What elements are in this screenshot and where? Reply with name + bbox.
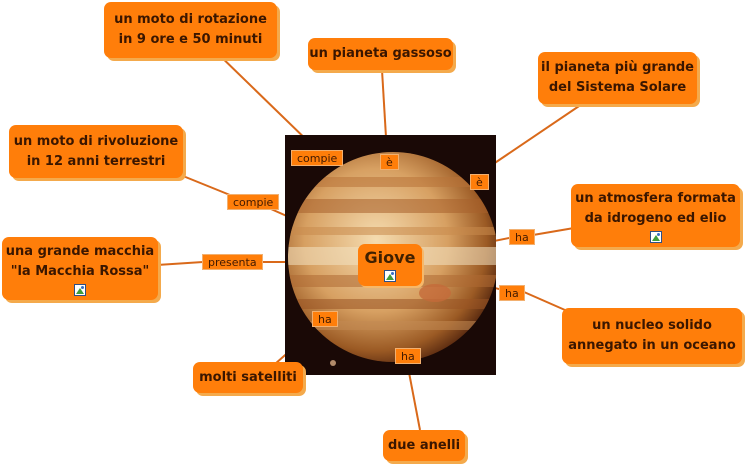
link-label[interactable]: presenta bbox=[202, 254, 263, 270]
center-node[interactable]: Giove bbox=[358, 244, 422, 286]
node-text: in 12 anni terrestri bbox=[26, 153, 166, 169]
center-label: Giove bbox=[364, 248, 416, 267]
link-label[interactable]: ha bbox=[395, 348, 421, 364]
node-text: in 9 ore e 50 minuti bbox=[118, 32, 263, 47]
node-text: il pianeta più grande bbox=[541, 60, 694, 75]
node-text: due anelli bbox=[387, 437, 461, 453]
node-atmosphere[interactable]: un atmosfera formata da idrogeno ed elio bbox=[571, 184, 740, 247]
node-text: da idrogeno ed elio bbox=[584, 210, 727, 226]
link-label[interactable]: compie bbox=[291, 150, 344, 166]
image-icon[interactable] bbox=[74, 283, 86, 296]
link-label[interactable]: ha bbox=[509, 229, 535, 245]
node-satellites[interactable]: molti satelliti bbox=[193, 362, 303, 393]
link-label[interactable]: ha bbox=[312, 311, 338, 327]
node-gas[interactable]: un pianeta gassoso bbox=[308, 38, 453, 70]
node-revolution[interactable]: un moto di rivoluzione in 12 anni terres… bbox=[9, 125, 183, 178]
link-label[interactable]: ha bbox=[499, 285, 525, 301]
node-text: un nucleo solido bbox=[592, 318, 712, 333]
node-rings[interactable]: due anelli bbox=[383, 430, 465, 461]
node-text: un atmosfera formata bbox=[575, 190, 736, 206]
node-text: un moto di rivoluzione bbox=[13, 133, 179, 149]
link-label[interactable]: compie bbox=[227, 194, 280, 210]
node-text: un pianeta gassoso bbox=[309, 46, 452, 61]
node-text: "la Macchia Rossa" bbox=[10, 263, 150, 279]
node-core[interactable]: un nucleo solido annegato in un oceano bbox=[562, 308, 742, 364]
node-spot[interactable]: una grande macchia "la Macchia Rossa" bbox=[2, 237, 158, 300]
link-label[interactable]: è bbox=[380, 154, 399, 170]
node-text: del Sistema Solare bbox=[548, 80, 687, 95]
node-biggest[interactable]: il pianeta più grande del Sistema Solare bbox=[538, 52, 697, 104]
node-rotation[interactable]: un moto di rotazione in 9 ore e 50 minut… bbox=[104, 2, 277, 58]
link-label[interactable]: è bbox=[470, 174, 489, 190]
node-text: molti satelliti bbox=[199, 369, 297, 385]
node-text: una grande macchia bbox=[5, 243, 155, 259]
node-text: annegato in un oceano bbox=[568, 338, 736, 353]
node-text: un moto di rotazione bbox=[114, 12, 267, 27]
image-icon[interactable] bbox=[384, 270, 396, 282]
image-icon[interactable] bbox=[649, 230, 662, 243]
